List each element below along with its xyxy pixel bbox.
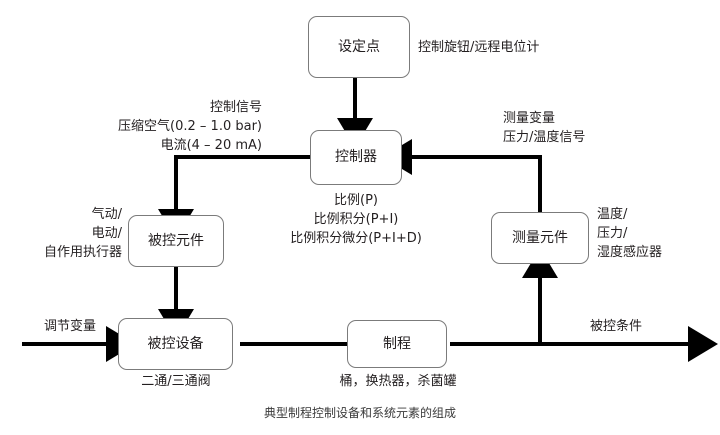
label-actuator-types: 气动/ 电动/ 自作用执行器: [43, 207, 122, 260]
label-controller-modes: 比例(P) 比例积分(P+I) 比例积分微分(P+I+D): [290, 193, 422, 246]
diagram-caption: 典型制程控制设备和系统元素的组成: [263, 406, 456, 420]
node-controller[interactable]: 控制器: [310, 130, 402, 185]
label-manipulated-variable: 调节变量: [43, 319, 96, 334]
node-final-control-element[interactable]: 被控元件: [128, 215, 224, 267]
label-control-signal: 控制信号 压缩空气(0.2 – 1.0 bar) 电流(4 – 20 mA): [118, 100, 262, 153]
label-process-types: 桶，换热器，杀菌罐: [339, 374, 457, 389]
line-feedback-to-controller: [382, 139, 542, 212]
label-measured-variable: 测量变量 压力/温度信号: [503, 111, 586, 145]
node-setpoint-label: 设定点: [338, 38, 380, 55]
label-setpoint-note: 控制旋钮/远程电位计: [418, 40, 540, 55]
node-setpoint[interactable]: 设定点: [308, 16, 410, 78]
node-controller-label: 控制器: [335, 149, 377, 166]
node-final-control-element-label: 被控元件: [148, 232, 204, 249]
node-process-label: 制程: [383, 335, 411, 352]
node-measuring-element-label: 测量元件: [512, 229, 568, 246]
label-sensor-types: 温度/ 压力/ 湿度感应器: [597, 207, 663, 260]
node-controlled-device-label: 被控设备: [147, 335, 204, 352]
line-controller-to-final-element: [158, 155, 310, 239]
node-measuring-element[interactable]: 测量元件: [491, 212, 589, 264]
node-process[interactable]: 制程: [347, 320, 447, 368]
node-controlled-device[interactable]: 被控设备: [118, 318, 233, 370]
label-valve-types: 二通/三通阀: [141, 374, 211, 389]
label-controlled-condition: 被控条件: [589, 319, 642, 334]
